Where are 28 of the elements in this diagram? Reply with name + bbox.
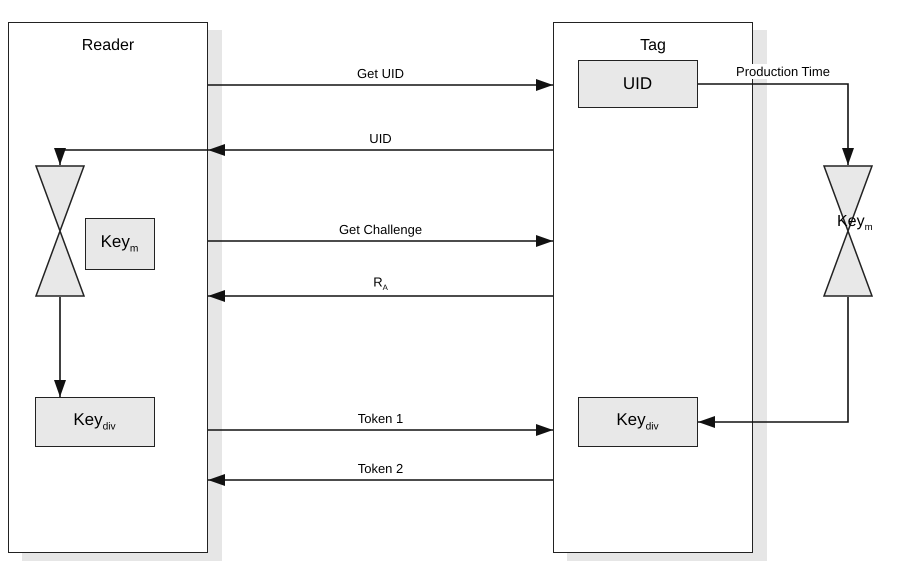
edge-label: Token 2 — [356, 461, 406, 476]
hourglass-symbol — [34, 164, 84, 296]
key-label: Key$_{div}$ — [73, 410, 116, 433]
arrow — [208, 144, 553, 156]
key-label: Key$_{m}$ — [100, 232, 138, 255]
arrow — [208, 235, 553, 247]
lifeline-title: Tag — [639, 37, 667, 55]
edge-label: Get Challenge — [336, 222, 424, 237]
arrow — [208, 424, 553, 436]
arrow — [208, 474, 553, 486]
key-label: UID — [622, 74, 652, 94]
edge-label: Production Time — [734, 64, 832, 79]
arrow — [698, 297, 849, 428]
key-box — [578, 396, 698, 446]
arrow — [208, 290, 553, 302]
arrow — [208, 79, 553, 91]
key-box — [84, 218, 154, 270]
hourglass-symbol — [823, 165, 873, 297]
arrow — [54, 148, 208, 165]
key-label: Key$_{div}$ — [616, 410, 659, 433]
arrow — [54, 297, 66, 397]
arrow — [698, 83, 854, 165]
edge-label: Token 1 — [356, 411, 406, 426]
key-box — [578, 60, 698, 108]
lifeline-title: Reader — [80, 37, 136, 55]
edge-label: UID — [367, 131, 394, 146]
edge-label: Get UID — [355, 66, 406, 81]
key-box — [34, 396, 154, 446]
